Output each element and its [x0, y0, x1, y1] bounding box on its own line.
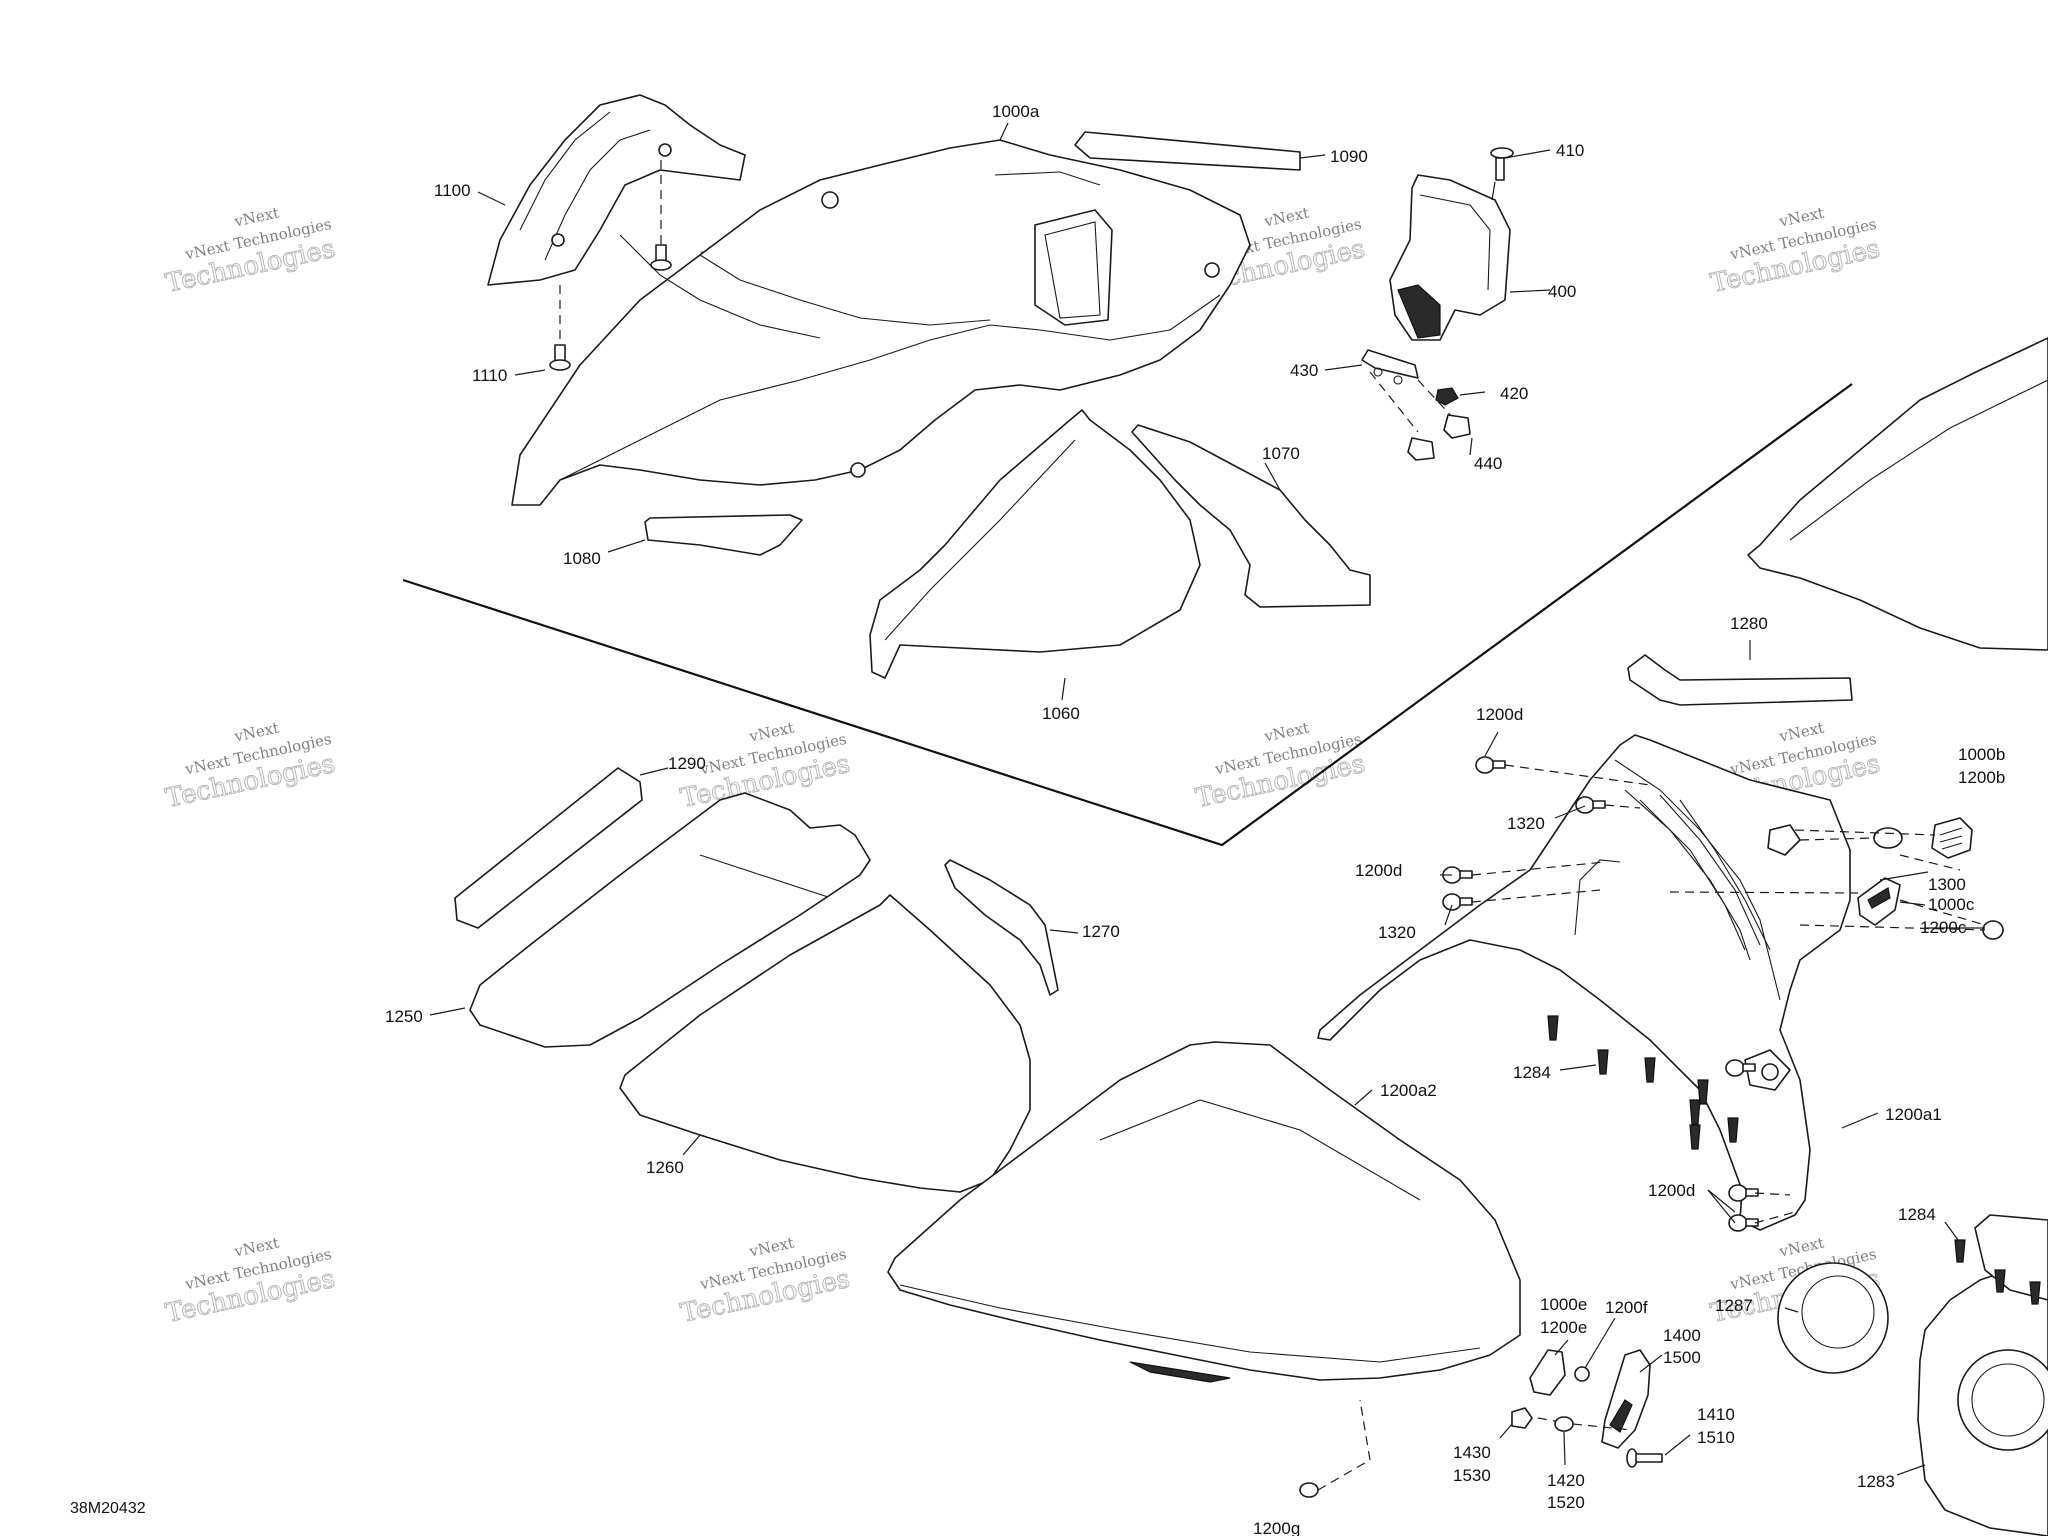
clip-420	[1435, 387, 1459, 406]
callout-1110: 1110	[472, 366, 507, 385]
washer-1200g	[1299, 1482, 1319, 1498]
watermark: vNext vNext Technologies Technologies	[1193, 719, 1369, 815]
callout-1100: 1100	[434, 181, 471, 200]
callout-1000e: 1000e	[1540, 1295, 1587, 1314]
ring-1287	[1777, 1262, 1889, 1374]
foam-strip-1270	[944, 859, 1059, 996]
callout-1410: 1410	[1697, 1405, 1735, 1424]
watermark: vNext vNext Technologies Technologies	[1708, 204, 1884, 300]
watermark: vNext vNext Technologies Technologies	[163, 719, 339, 815]
callout-440: 440	[1474, 454, 1502, 473]
callout-1060: 1060	[1042, 704, 1080, 723]
callout-1200a2: 1200a2	[1380, 1081, 1437, 1100]
liner-1060	[869, 409, 1201, 679]
callout-1284: 1284	[1898, 1205, 1936, 1224]
callout-1000b: 1000b	[1958, 745, 2005, 764]
callout-1280: 1280	[1730, 614, 1768, 633]
bracket-430	[1361, 349, 1419, 385]
callout-1320: 1320	[1378, 923, 1416, 942]
switch-housing-400	[1389, 174, 1511, 341]
callout-1200d: 1200d	[1648, 1181, 1695, 1200]
screw-1284-group	[1547, 1015, 2041, 1305]
screw-1410	[1626, 1448, 1663, 1468]
watermark: vNext vNext Technologies Technologies	[163, 1234, 339, 1330]
shell-1283	[1917, 1264, 2048, 1536]
callout-1520: 1520	[1547, 1493, 1585, 1512]
bracket-1100	[487, 94, 746, 286]
callout-1500: 1500	[1663, 1348, 1701, 1367]
side-panel-1200a2	[887, 1041, 1521, 1383]
grommet-1200f	[1574, 1366, 1590, 1382]
callout-1290: 1290	[668, 754, 706, 773]
callout-1270: 1270	[1082, 922, 1120, 941]
clip-1200c	[1857, 877, 2004, 940]
callout-1090: 1090	[1330, 147, 1368, 166]
callout-1430: 1430	[1453, 1443, 1491, 1462]
foam-strip-1070	[1131, 424, 1371, 608]
callout-1000c: 1000c	[1928, 895, 1975, 914]
liner-1260	[619, 894, 1031, 1193]
clip-1200b	[1873, 817, 1973, 859]
bracket-1400	[1601, 1349, 1651, 1449]
watermark: vNext vNext Technologies Technologies	[678, 1234, 854, 1330]
foam-strip-1280	[1627, 654, 1853, 706]
nut-440	[1369, 371, 1471, 461]
nut-1430	[1511, 1407, 1533, 1429]
callout-1420: 1420	[1547, 1471, 1585, 1490]
callout-1510: 1510	[1697, 1428, 1735, 1447]
screw-410	[1490, 147, 1514, 201]
document-id: 38M20432	[70, 1500, 146, 1517]
section-separator-line	[402, 383, 1853, 847]
foam-strip-1090	[1074, 131, 1301, 171]
side-panel-1200a1	[1317, 734, 1851, 1231]
callout-1200e: 1200e	[1540, 1318, 1587, 1337]
leader-lines	[429, 122, 1985, 1476]
foam-strip-1080	[644, 514, 803, 556]
callout-1287: 1287	[1715, 1296, 1753, 1315]
callout-1300: 1300	[1928, 875, 1966, 894]
callout-1283: 1283	[1857, 1472, 1895, 1491]
foam-block-1290	[454, 767, 643, 929]
cowl-section-right-edge	[1747, 337, 2048, 651]
callout-1530: 1530	[1453, 1466, 1491, 1485]
bracket-right-lower	[1974, 1214, 2048, 1301]
callout-1200b: 1200b	[1958, 768, 2005, 787]
callout-1284: 1284	[1513, 1063, 1551, 1082]
liner-1250	[469, 792, 871, 1048]
callout-1320: 1320	[1507, 814, 1545, 833]
callout-1200g: 1200g	[1253, 1519, 1300, 1536]
front-cowl-1000a	[511, 139, 1251, 506]
callout-1200a1: 1200a1	[1885, 1105, 1942, 1124]
callout-1200c: 1200c	[1920, 918, 1967, 937]
callout-400: 400	[1548, 282, 1576, 301]
callout-430: 430	[1290, 361, 1318, 380]
callout-410: 410	[1556, 141, 1584, 160]
callout-1200d: 1200d	[1355, 861, 1402, 880]
clip-1200e	[1529, 1349, 1566, 1396]
callout-420: 420	[1500, 384, 1528, 403]
callout-1250: 1250	[385, 1007, 423, 1026]
grommet-1300	[1767, 824, 1801, 856]
callout-1260: 1260	[646, 1158, 684, 1177]
callout-1200f: 1200f	[1605, 1298, 1648, 1317]
bracket-1400-insert	[1609, 1399, 1633, 1433]
callout-1400: 1400	[1663, 1326, 1701, 1345]
screw-1110	[549, 160, 672, 371]
washer-1420	[1554, 1416, 1574, 1432]
callout-1200d: 1200d	[1476, 705, 1523, 724]
callout-1070: 1070	[1262, 444, 1300, 463]
callout-1080: 1080	[563, 549, 601, 568]
callout-1000a: 1000a	[992, 102, 1040, 121]
assembly-lines	[1317, 764, 1986, 1491]
callout-labels: 1000a 1090 410 1100 400 430 420 1110 440…	[385, 102, 2005, 1536]
watermark: vNext vNext Technologies Technologies	[163, 204, 339, 300]
